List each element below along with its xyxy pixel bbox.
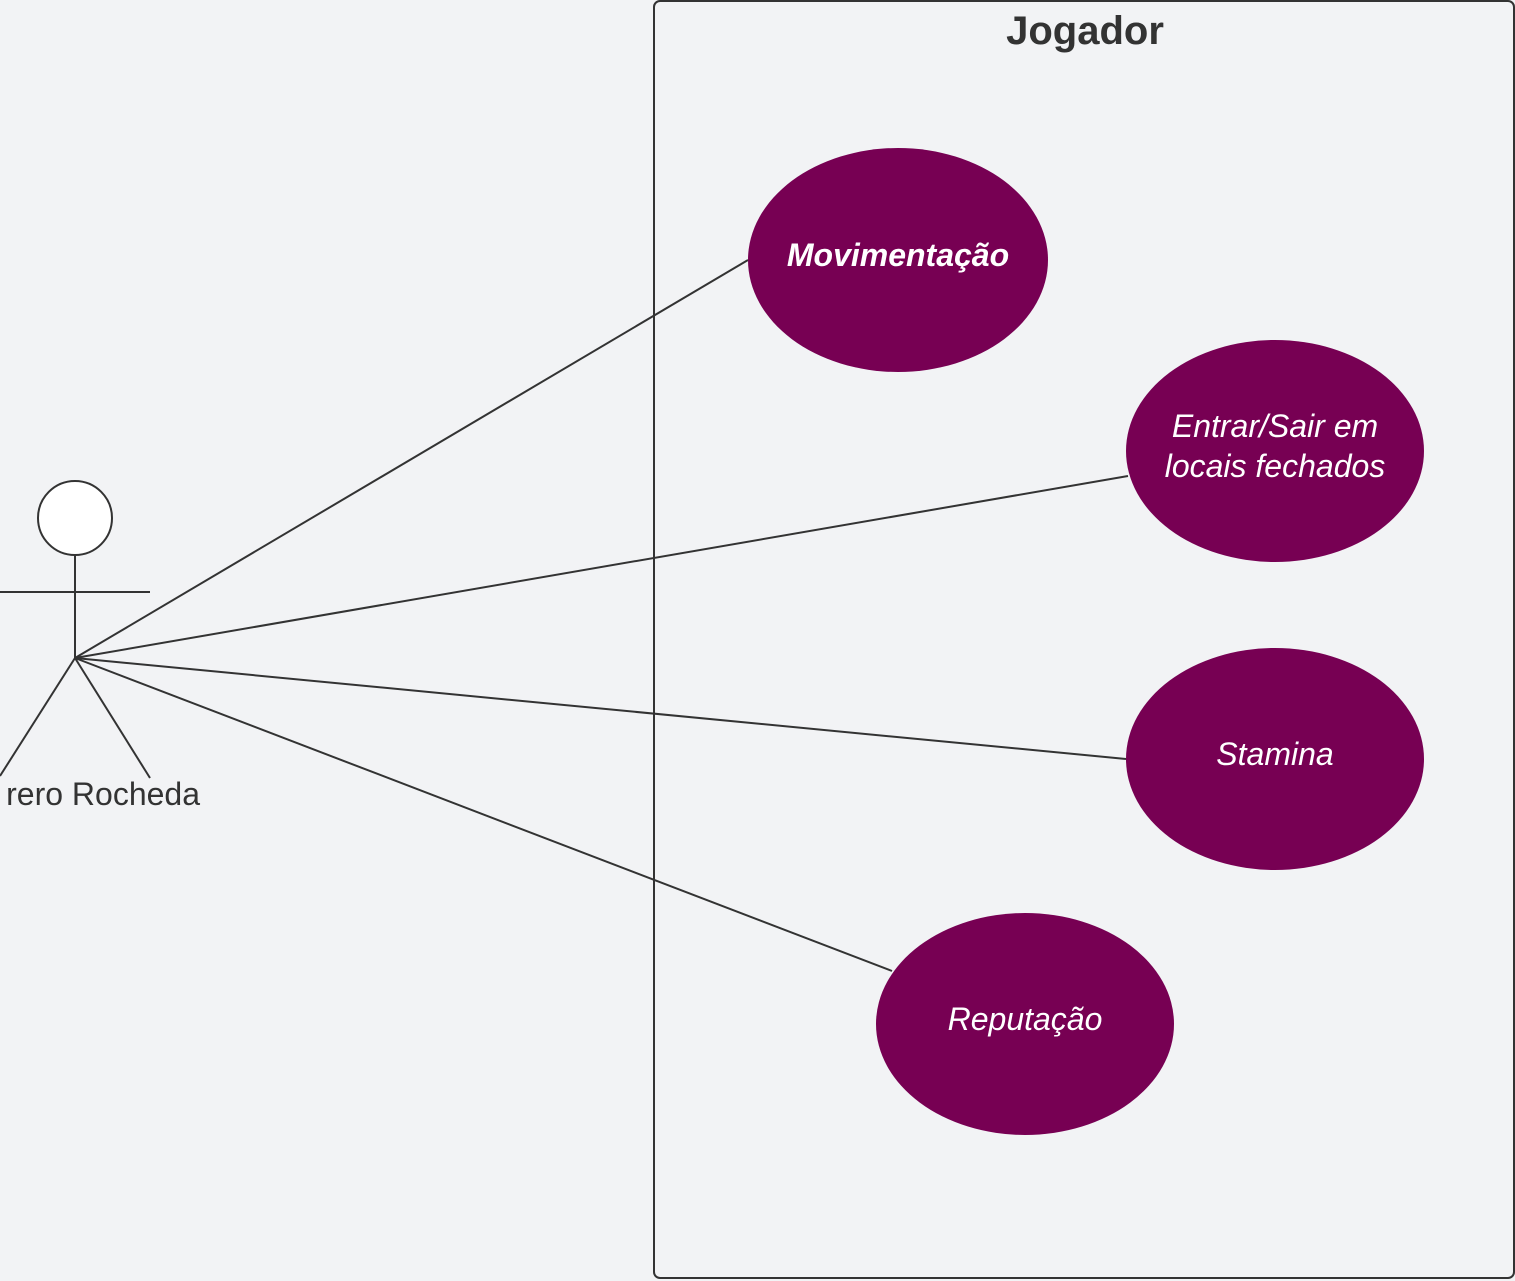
- system-title: Jogador: [1006, 9, 1164, 53]
- use-case-ellipse: [1126, 648, 1424, 870]
- associations: [74, 259, 1129, 972]
- use-case-entrar-sair[interactable]: Entrar/Sair em locais fechados: [1126, 340, 1424, 562]
- actor-label: rero Rocheda: [6, 776, 200, 812]
- system-boundary: Jogador: [653, 0, 1515, 1279]
- actor[interactable]: rero Rocheda: [0, 480, 200, 812]
- use-case-ellipse: [1126, 340, 1424, 562]
- use-case-movimentacao[interactable]: Movimentação: [748, 148, 1048, 372]
- association-line-entrar-sair: [74, 475, 1129, 659]
- association-line-stamina: [74, 657, 1127, 760]
- use-case-label: locais fechados: [1165, 448, 1386, 484]
- actor-right-leg: [74, 657, 151, 779]
- use-case-label: Stamina: [1216, 736, 1333, 772]
- use-case-label: Reputação: [948, 1001, 1103, 1037]
- actor-left-leg: [0, 657, 76, 777]
- use-case-label: Entrar/Sair em: [1172, 408, 1378, 444]
- association-line-reputacao: [74, 657, 893, 972]
- use-case-reputacao[interactable]: Reputação: [876, 913, 1174, 1135]
- use-case-ellipse: [748, 148, 1048, 372]
- use-case-label: Movimentação: [787, 237, 1009, 273]
- actor-head: [37, 480, 113, 556]
- system-boundary-box: [653, 0, 1515, 1279]
- use-case-stamina[interactable]: Stamina: [1126, 648, 1424, 870]
- use-case-ellipse: [876, 913, 1174, 1135]
- association-line-movimentacao: [74, 259, 749, 659]
